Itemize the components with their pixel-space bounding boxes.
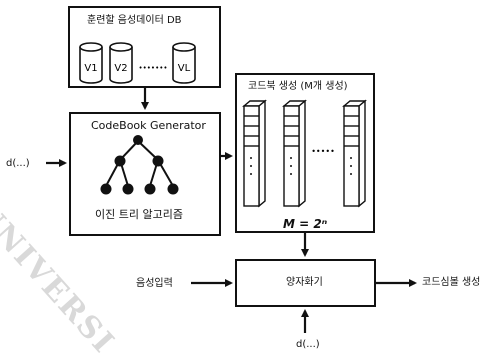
quantizer-label: 양자화기 <box>286 277 323 288</box>
codebook-column-2 <box>282 99 307 208</box>
db-dots: ••••••• <box>139 64 168 72</box>
bottom-d-label: d(...) <box>296 339 320 350</box>
codebook-column-m <box>342 99 367 208</box>
db-title: 훈련할 음성데이터 DB <box>87 15 182 26</box>
quantizer-box <box>235 259 376 307</box>
diagram-graphics: V1 V2 VL ••••••• <box>46 42 417 333</box>
codebook-formula: M = 2ⁿ <box>283 217 328 231</box>
codebook-column-dots <box>250 157 352 175</box>
cylinder-v1-label: V1 <box>84 63 97 74</box>
codebook-column-1 <box>242 99 267 208</box>
cylinder-v2 <box>109 42 133 84</box>
cylinder-v2-label: V2 <box>114 63 127 74</box>
cylinder-vl <box>172 42 196 84</box>
tree-nodes <box>100 135 179 195</box>
generator-caption: 이진 트리 알고리즘 <box>95 208 183 221</box>
speech-input-label: 음성입력 <box>136 278 173 289</box>
codebook-title: 코드북 생성 (M개 생성) <box>248 81 348 92</box>
output-label: 코드심볼 생성 <box>422 277 481 288</box>
input-d-label: d(...) <box>6 158 30 169</box>
generator-box <box>69 112 221 236</box>
codebook-between-dots: ••••• <box>311 147 335 156</box>
cylinder-vl-label: VL <box>178 63 191 74</box>
generator-title: CodeBook Generator <box>91 119 206 132</box>
cylinder-v1 <box>79 42 103 84</box>
